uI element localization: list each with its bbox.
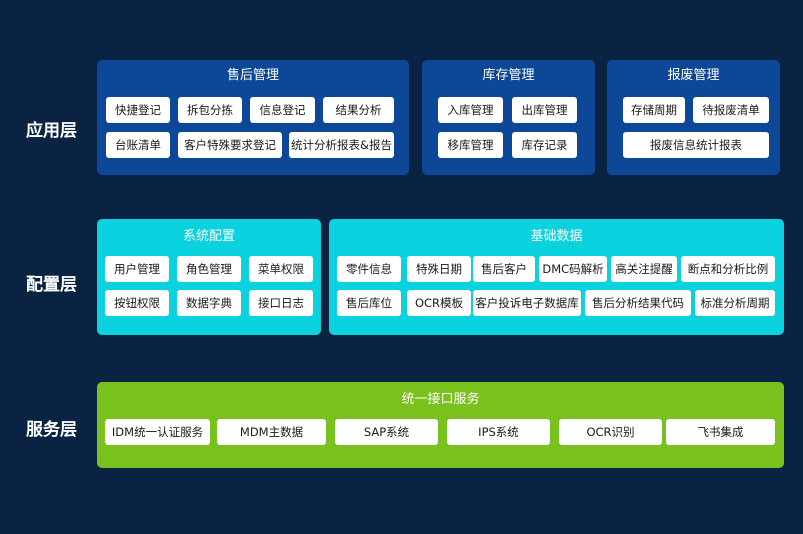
system-config-item: 菜单权限: [249, 256, 313, 282]
system-config-item: 接口日志: [249, 290, 313, 316]
service-item: IPS系统: [447, 419, 550, 445]
after-sales-item: 统计分析报表&报告: [289, 132, 394, 158]
basic-data-item: DMC码解析: [539, 256, 607, 282]
system-config-item: 数据字典: [177, 290, 241, 316]
system-config-item: 按钮权限: [105, 290, 169, 316]
basic-data-title: 基础数据: [530, 229, 583, 244]
inventory-management-panel: 库存管理 入库管理 出库管理 移库管理 库存记录: [422, 60, 595, 175]
service-layer-label: 服务层: [26, 420, 77, 440]
after-sales-item: 信息登记: [250, 97, 315, 123]
inventory-item: 移库管理: [438, 132, 503, 158]
scrap-management-panel: 报废管理 存储周期 待报废清单 报废信息统计报表: [607, 60, 780, 175]
basic-data-item: 售后客户: [473, 256, 535, 282]
after-sales-management-title: 售后管理: [226, 68, 279, 83]
system-config-item: 用户管理: [105, 256, 169, 282]
after-sales-item: 拆包分拣: [178, 97, 242, 123]
basic-data-item: 售后分析结果代码: [585, 290, 691, 316]
basic-data-panel: 基础数据 零件信息 特殊日期 售后客户 DMC码解析 高关注提醒 断点和分析比例…: [329, 219, 784, 335]
unified-interface-service-title: 统一接口服务: [401, 392, 480, 407]
service-item: SAP系统: [335, 419, 438, 445]
scrap-management-title: 报废管理: [667, 68, 720, 83]
basic-data-item: 断点和分析比例: [681, 256, 775, 282]
service-item: OCR识别: [559, 419, 662, 445]
basic-data-item: 客户投诉电子数据库: [473, 290, 581, 316]
scrap-item: 报废信息统计报表: [623, 132, 769, 158]
inventory-item: 出库管理: [512, 97, 577, 123]
after-sales-item: 客户特殊要求登记: [178, 132, 282, 158]
unified-interface-service-panel: 统一接口服务 IDM统一认证服务 MDM主数据 SAP系统 IPS系统 OCR识…: [97, 382, 784, 468]
after-sales-item: 快捷登记: [106, 97, 170, 123]
system-configuration-title: 系统配置: [182, 229, 235, 244]
service-item: IDM统一认证服务: [105, 419, 210, 445]
basic-data-item: 高关注提醒: [611, 256, 677, 282]
basic-data-item: 零件信息: [337, 256, 401, 282]
system-config-item: 角色管理: [177, 256, 241, 282]
scrap-item: 存储周期: [623, 97, 685, 123]
system-configuration-panel: 系统配置 用户管理 角色管理 菜单权限 按钮权限 数据字典 接口日志: [97, 219, 321, 335]
basic-data-item: 售后库位: [337, 290, 401, 316]
basic-data-item: 标准分析周期: [695, 290, 775, 316]
service-item: 飞书集成: [666, 419, 775, 445]
after-sales-item: 台账清单: [106, 132, 170, 158]
scrap-item: 待报废清单: [693, 97, 769, 123]
basic-data-item: OCR模板: [407, 290, 471, 316]
application-layer-label: 应用层: [26, 121, 77, 141]
inventory-item: 库存记录: [512, 132, 577, 158]
configuration-layer-label: 配置层: [26, 275, 77, 295]
after-sales-item: 结果分析: [323, 97, 394, 123]
basic-data-item: 特殊日期: [407, 256, 471, 282]
after-sales-management-panel: 售后管理 快捷登记 拆包分拣 信息登记 结果分析 台账清单 客户特殊要求登记 统…: [97, 60, 409, 175]
inventory-management-title: 库存管理: [482, 68, 535, 83]
service-item: MDM主数据: [217, 419, 326, 445]
inventory-item: 入库管理: [438, 97, 503, 123]
